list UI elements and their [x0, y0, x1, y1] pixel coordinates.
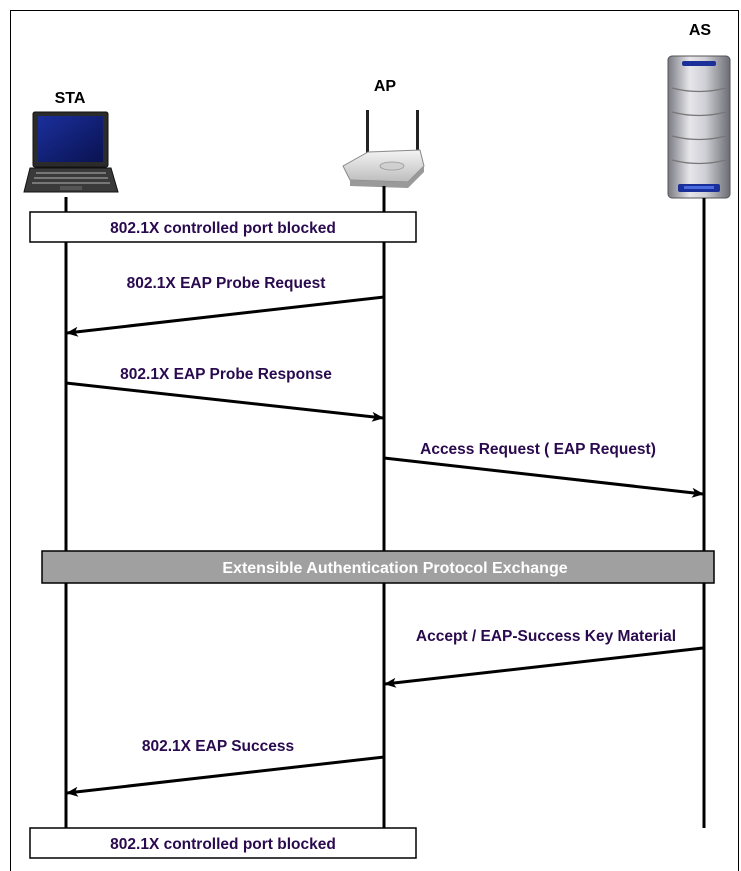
- entity-label-as: AS: [689, 22, 712, 39]
- band-background: [41, 550, 715, 584]
- message-label: Accept / EAP-Success Key Material: [416, 628, 676, 645]
- diagram-frame: [10, 10, 739, 871]
- message-arrow: [65, 381, 384, 422]
- entity-label-sta: STA: [55, 90, 86, 107]
- message-label: Access Request ( EAP Request): [420, 441, 656, 458]
- band-label: Extensible Authentication Protocol Excha…: [222, 560, 567, 577]
- message-label: 802.1X EAP Probe Request: [127, 275, 326, 292]
- message-arrow: [384, 646, 704, 688]
- access-point-icon: [342, 110, 425, 188]
- message-label: 802.1X EAP Probe Response: [120, 366, 332, 383]
- message-access-request: Access Request ( EAP Request): [383, 441, 704, 498]
- message-arrow: [66, 755, 385, 797]
- controlled-port-blocked-box-top: 802.1X controlled port blocked: [29, 211, 417, 243]
- eap-exchange-band: Extensible Authentication Protocol Excha…: [41, 550, 715, 584]
- entity-label-ap: AP: [374, 78, 397, 95]
- message-label: 802.1X EAP Success: [142, 738, 294, 755]
- box-label: 802.1X controlled port blocked: [110, 220, 336, 237]
- server-tower-icon: [667, 55, 731, 199]
- box-label: 802.1X controlled port blocked: [110, 836, 336, 853]
- message-probe-request: 802.1X EAP Probe Request: [66, 275, 385, 337]
- message-arrow: [66, 295, 385, 337]
- message-accept-success: Accept / EAP-Success Key Material: [384, 628, 704, 688]
- controlled-port-blocked-box-bottom: 802.1X controlled port blocked: [29, 827, 417, 859]
- message-eap-success: 802.1X EAP Success: [66, 738, 385, 797]
- laptop-icon: [23, 111, 119, 193]
- message-probe-response: 802.1X EAP Probe Response: [65, 366, 384, 422]
- message-arrow: [383, 456, 704, 498]
